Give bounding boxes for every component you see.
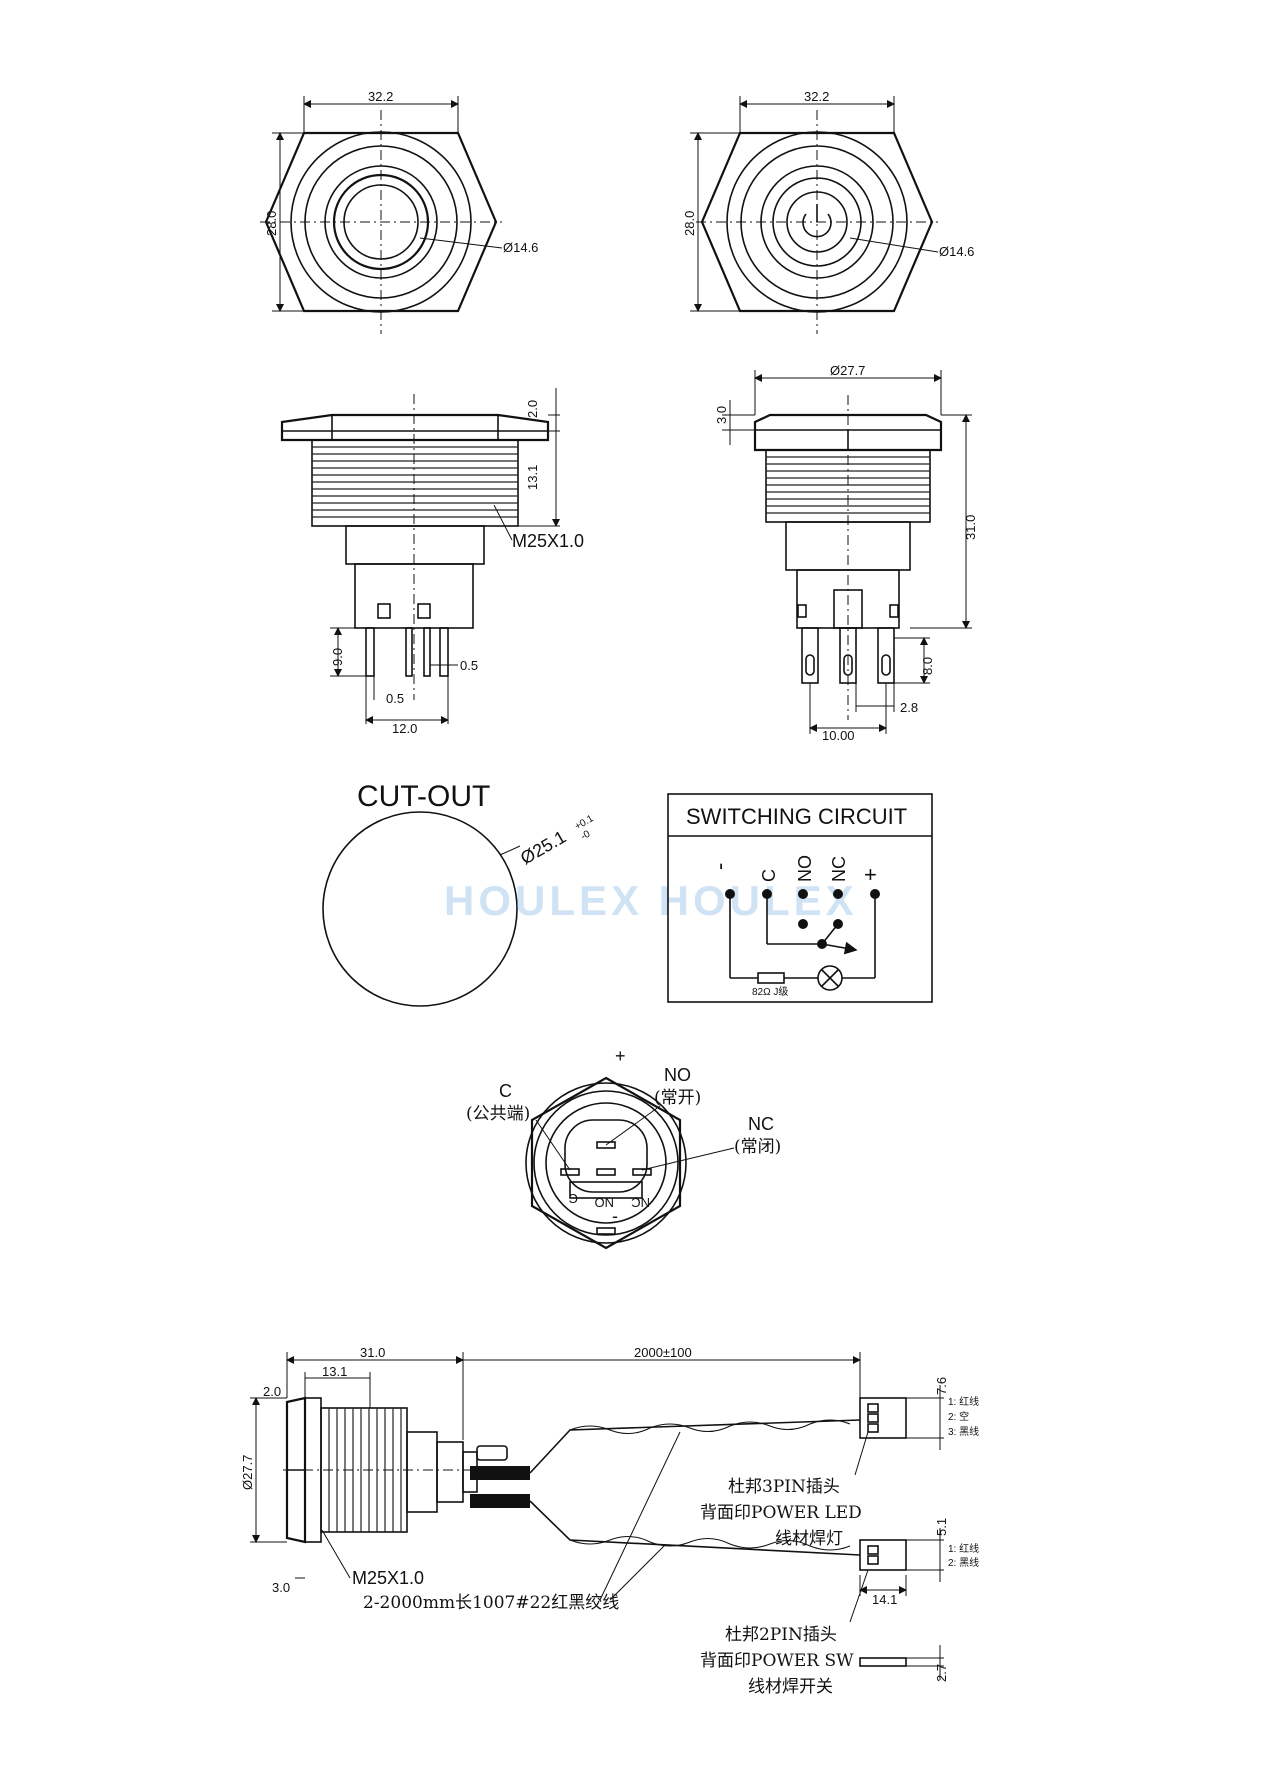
conn2-note2: 背面印POWER SW — [700, 1651, 854, 1671]
dim-total-right: 31.0 — [963, 515, 978, 540]
rear-pin-no: NO — [595, 1195, 615, 1210]
harness-wire-note: 2-2000mm长1007#22红黑绞线 — [363, 1593, 619, 1613]
dim-spacing-left: 12.0 — [392, 721, 417, 736]
conn2-note3: 线材焊开关 — [748, 1677, 833, 1697]
rear-no-cn: (常开) — [654, 1088, 701, 1108]
dim-thread-len-left: 13.1 — [525, 465, 540, 490]
dim-head-right: 3.0 — [714, 406, 729, 424]
dim-pitch-right: 2.8 — [900, 700, 918, 715]
circuit-title: SWITCHING CIRCUIT — [686, 804, 907, 829]
circuit-terminal-plus: + — [864, 862, 877, 887]
conn3-note1: 杜邦3PIN插头 — [728, 1477, 840, 1497]
harness-thread-len: 13.1 — [322, 1364, 347, 1379]
cutout-diameter: Ø25.1 — [517, 827, 569, 869]
circuit-terminal-c: C — [759, 869, 779, 882]
rear-c-label: C — [499, 1081, 512, 1101]
dim-pin-w-left: 0.5 — [386, 691, 404, 706]
dim-width-left: 32.2 — [368, 89, 393, 104]
dim-diameter-right: Ø14.6 — [939, 244, 974, 259]
wire-upper — [529, 1419, 861, 1474]
rear-plus: + — [615, 1046, 626, 1066]
circuit-resistor: 82Ω J级 — [752, 986, 788, 998]
conn2-pin2: 2: 黑线 — [948, 1556, 979, 1569]
switching-circuit: SWITCHING CIRCUIT - C NO NC + 82Ω J级 — [667, 793, 933, 1003]
thread-lines-left — [312, 446, 518, 518]
rear-nc-label: NC — [748, 1114, 774, 1134]
front-view-right: 32.2 28.0 Ø14.6 — [682, 89, 974, 334]
dim-terminal-right: 8.0 — [920, 657, 935, 675]
harness-head: 2.0 — [263, 1384, 281, 1399]
conn2-note1: 杜邦2PIN插头 — [725, 1625, 837, 1645]
conn3-pin1: 1: 红线 — [948, 1395, 979, 1408]
front-view-left: 32.2 28.0 Ø14.6 — [260, 89, 538, 334]
harness-cable-len: 2000±100 — [634, 1345, 692, 1360]
rear-pin-c: C — [569, 1191, 578, 1206]
dim-height-left: 28.0 — [264, 211, 279, 236]
conn3-pin3: 3: 黑线 — [948, 1425, 979, 1438]
harness-thread: M25X1.0 — [352, 1568, 424, 1588]
rear-no-label: NO — [664, 1065, 691, 1085]
watermark: HOULEX HOULEX — [444, 877, 858, 924]
rear-pin-nc: NC — [631, 1195, 650, 1210]
circuit-terminal-nc: NC — [829, 856, 849, 882]
side-view-left: 2.0 13.1 M25X1.0 9.0 0.5 0.5 12.0 — [280, 388, 584, 736]
conn2-pin1: 1: 红线 — [948, 1542, 979, 1555]
harness-head-bottom: 3.0 — [272, 1580, 290, 1595]
circuit-terminal-no: NO — [795, 855, 815, 882]
conn3-height: 7.6 — [934, 1377, 949, 1395]
rear-nc-cn: (常闭) — [734, 1137, 781, 1157]
circuit-terminal-minus: - — [707, 863, 732, 870]
thread-lines-right — [766, 456, 930, 514]
harness-diameter: Ø27.7 — [240, 1455, 255, 1490]
dim-height-right: 28.0 — [682, 211, 697, 236]
dim-spacing-right: 10.00 — [822, 728, 855, 743]
conn3-pin2: 2: 空 — [948, 1410, 969, 1423]
side-view-right: Ø27.7 3.0 31.0 8.0 2.8 10.00 — [714, 363, 978, 743]
conn2-width: 14.1 — [872, 1592, 897, 1607]
dim-head-left: 2.0 — [525, 400, 540, 418]
dim-diameter-side-right: Ø27.7 — [830, 363, 865, 378]
conn3-note2: 背面印POWER LED — [700, 1503, 862, 1523]
conn3-note3: 线材焊灯 — [775, 1529, 843, 1549]
thread-spec-left: M25X1.0 — [512, 531, 584, 551]
rear-minus: - — [612, 1206, 618, 1226]
dim-width-right: 32.2 — [804, 89, 829, 104]
conn2-thk: 2.7 — [934, 1664, 949, 1682]
harness-body-len: 31.0 — [360, 1345, 385, 1360]
conn2-height: 5.1 — [934, 1518, 949, 1536]
dim-pin-thk-left: 0.5 — [460, 658, 478, 673]
rear-c-cn: (公共端) — [466, 1104, 530, 1124]
dim-pin-len-left: 9.0 — [330, 648, 345, 666]
cutout-title: CUT-OUT — [357, 780, 490, 813]
dim-diameter-left: Ø14.6 — [503, 240, 538, 255]
rear-view: + - C NO NC C (公共端) NO (常开) NC (常闭) — [466, 1046, 781, 1250]
harness-assembly: 7.6 1: 红线 2: 空 3: 黑线 5.1 1: 红线 2: 黑线 14.… — [240, 1345, 979, 1697]
